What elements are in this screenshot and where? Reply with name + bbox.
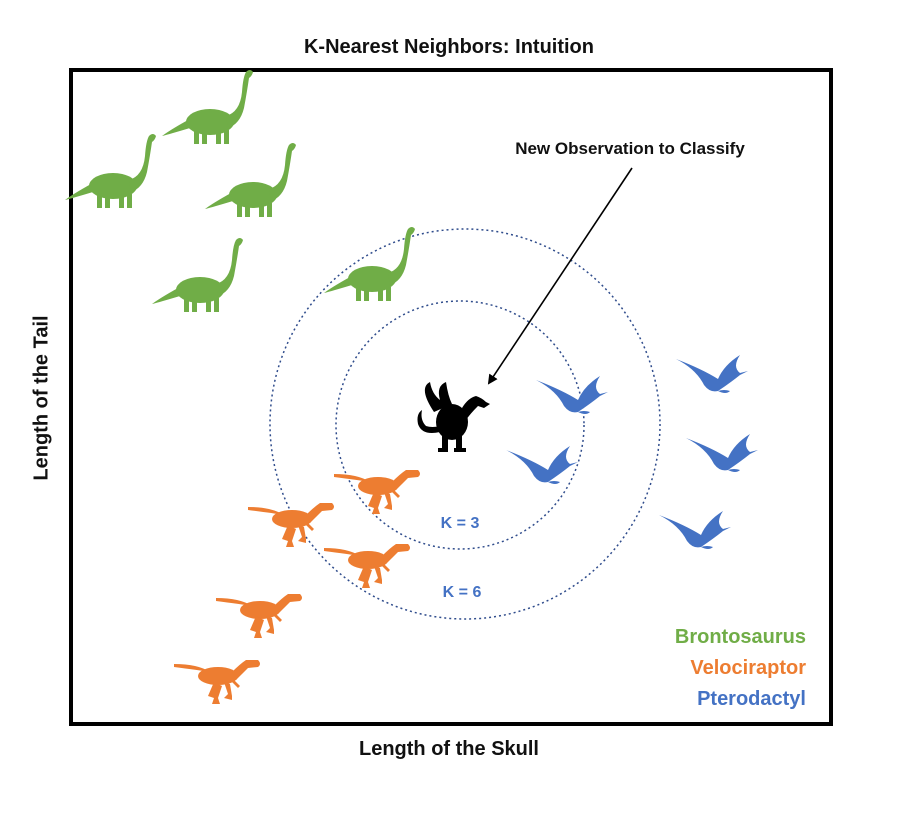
legend-brontosaurus: Brontosaurus: [674, 626, 806, 648]
pterodactyl-icon: [676, 355, 748, 393]
k6-circle: [269, 228, 661, 620]
diagram-title: K-Nearest Neighbors: Intuition: [303, 36, 594, 58]
velociraptor-icon: [334, 470, 420, 514]
velociraptor-icon: [174, 660, 260, 704]
y-axis-label: Length of the Tail: [30, 315, 53, 481]
velociraptor-icon: [324, 544, 410, 588]
brontosaurus-icon: [152, 238, 243, 312]
dragon-icon: [417, 382, 490, 452]
legend-velociraptor: Velociraptor: [690, 657, 806, 679]
annotation-arrow: [487, 167, 633, 385]
pterodactyl-icon: [506, 446, 578, 484]
velociraptor-icon: [216, 594, 302, 638]
brontosaurus-icon: [162, 70, 253, 144]
brontosaurus-icon: [205, 143, 296, 217]
brontosaurus-icon: [324, 227, 415, 301]
x-axis-label: Length of the Skull: [359, 738, 539, 760]
k3-circle: [335, 300, 585, 550]
velociraptor-icon: [248, 503, 334, 547]
k3-label: K = 3: [440, 515, 480, 532]
new-observation-label: New Observation to Classify: [515, 139, 745, 158]
plot-frame: [69, 68, 833, 726]
legend-pterodactyl: Pterodactyl: [697, 688, 806, 710]
pterodactyl-icon: [659, 511, 731, 549]
pterodactyl-icon: [686, 434, 758, 472]
k6-label: K = 6: [442, 584, 482, 601]
pterodactyl-icon: [536, 376, 608, 414]
legend: Brontosaurus Velociraptor Pterodactyl: [675, 622, 806, 715]
brontosaurus-icon: [65, 134, 156, 208]
